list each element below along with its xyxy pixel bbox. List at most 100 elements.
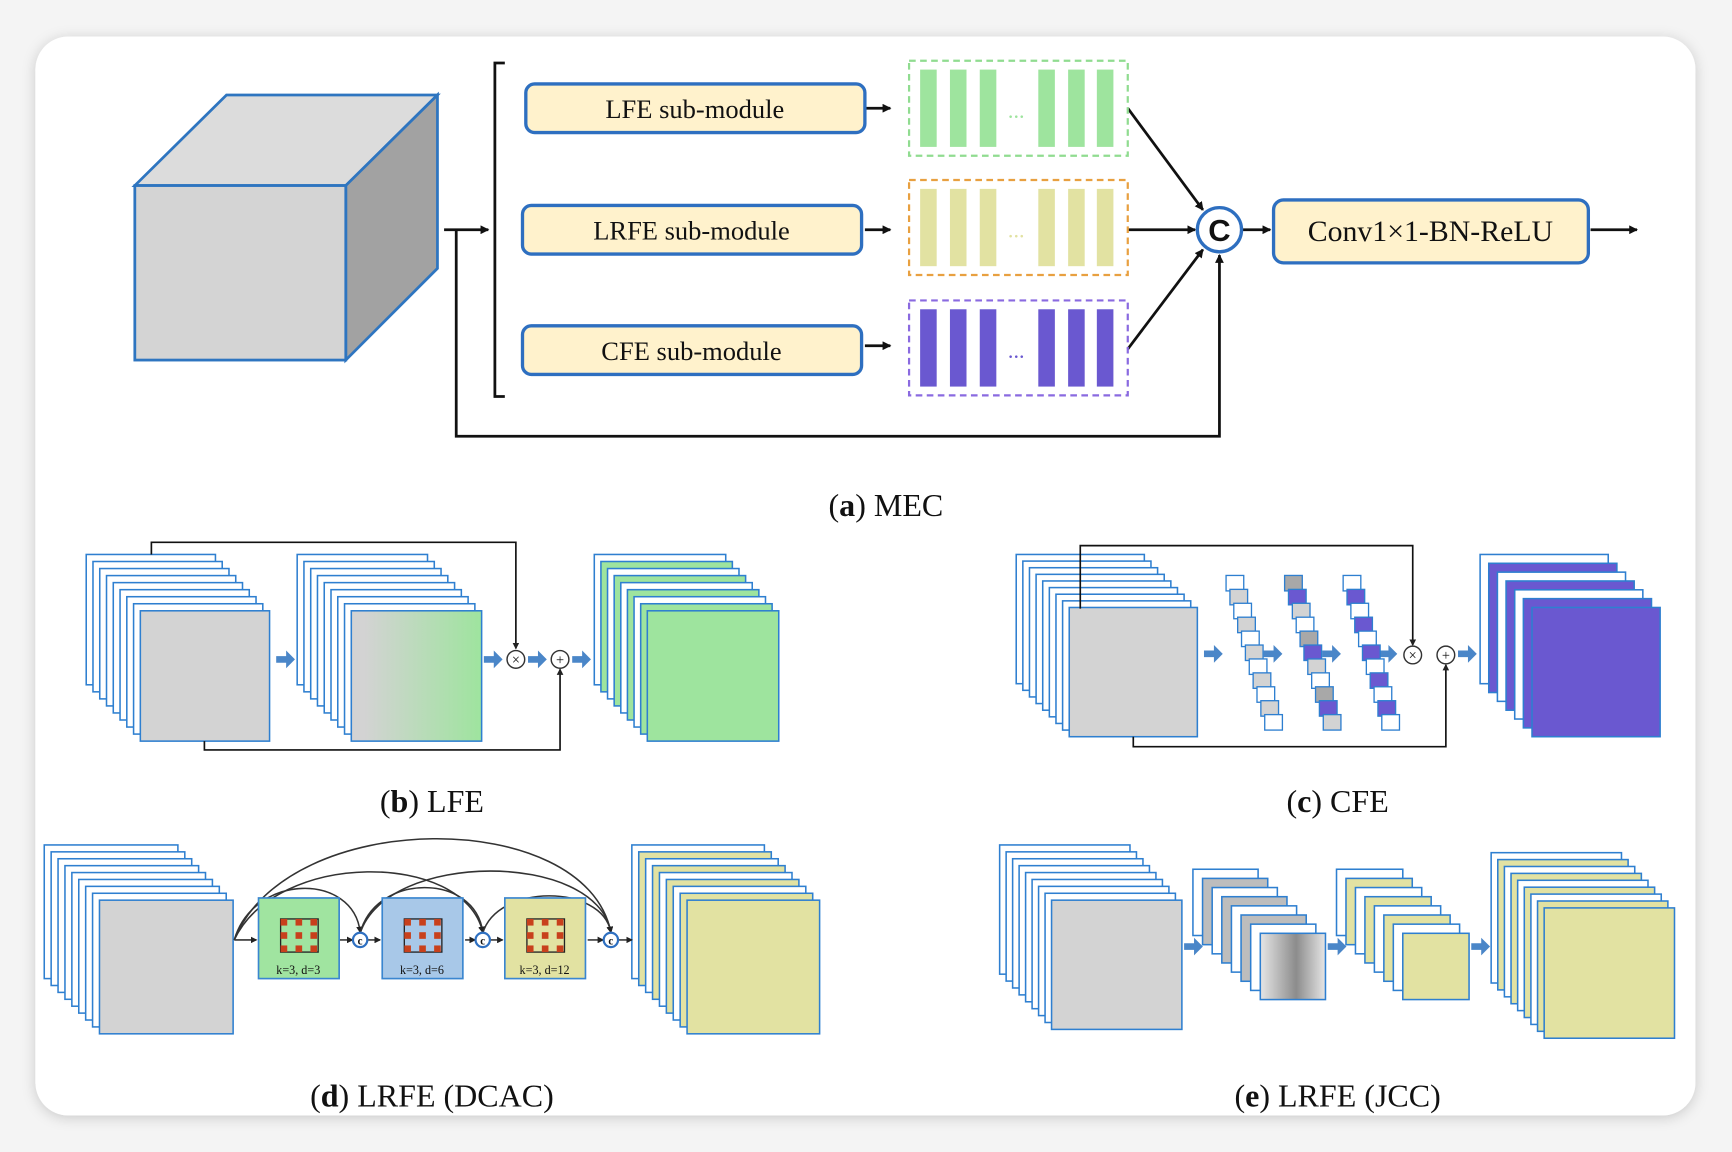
feature-channel-bar	[979, 69, 997, 147]
feature-channel-bar	[949, 309, 967, 387]
cfe-output-stack	[1479, 553, 1661, 738]
multiply-symbol: ×	[512, 652, 520, 668]
lfe-output-stack	[593, 553, 780, 742]
kernel-cell	[404, 945, 411, 953]
feature-channel-bar	[979, 188, 997, 267]
channel-cell	[1229, 588, 1249, 606]
dilated-conv-block: k=3, d=3	[257, 897, 340, 980]
multiply-icon	[506, 649, 526, 669]
caption-a: (a) MEC	[829, 487, 944, 523]
module-box	[520, 203, 864, 256]
conv-block: Conv1×1-BN-ReLU	[1271, 198, 1591, 265]
connectors	[444, 61, 1639, 438]
kernel-cell	[419, 918, 426, 926]
block-arrow-icon	[1471, 937, 1491, 956]
block-arrow-icon	[483, 650, 503, 669]
card	[35, 36, 1696, 1116]
front-feature-map	[139, 610, 271, 742]
feature-channel-bar	[1038, 69, 1055, 147]
front-feature-map	[1531, 606, 1661, 738]
front-feature-map	[350, 610, 483, 742]
channel-cell	[1260, 700, 1280, 717]
module-lfe: LFE sub-module	[524, 82, 867, 135]
kernel-cell	[404, 932, 411, 939]
channel-cell	[1283, 574, 1303, 592]
cfe-channel-column	[1283, 574, 1342, 731]
cfe-connectors	[1079, 544, 1450, 748]
channel-cell	[1314, 686, 1334, 703]
channel-cell	[1307, 658, 1327, 676]
kernel-cell	[434, 932, 441, 939]
block-arrow-icon	[1327, 937, 1347, 956]
block-arrow-icon	[572, 650, 591, 669]
feature-channel-bar	[920, 188, 937, 267]
block-arrow-icon	[1203, 645, 1223, 663]
channel-cell	[1299, 630, 1319, 648]
channel-cell	[1381, 713, 1401, 731]
kernel-cell	[434, 945, 441, 953]
cfe-channel-column	[1225, 574, 1284, 731]
concat-symbol: C	[1208, 213, 1230, 248]
lfe-connectors	[150, 541, 564, 751]
ellipsis: ...	[1008, 98, 1025, 123]
channel-cell	[1256, 686, 1276, 703]
block-label: k=3, d=12	[520, 963, 570, 977]
front-feature-map	[1068, 606, 1199, 738]
front-feature-map	[1050, 899, 1183, 1031]
channel-cell	[1357, 630, 1377, 648]
channel-cell	[1318, 700, 1338, 717]
kernel-cell	[556, 918, 564, 926]
add-icon	[1436, 645, 1456, 665]
channel-cell	[1233, 602, 1253, 620]
channel-cell	[1287, 588, 1307, 606]
channel-cell	[1354, 616, 1374, 634]
block-arrow-icon	[276, 650, 295, 669]
module-label: CFE sub-module	[601, 336, 781, 366]
kernel-cell	[556, 945, 564, 953]
caption-c: (c) CFE	[1286, 783, 1388, 819]
lfe-input-stack	[85, 553, 271, 742]
channel-cell	[1350, 602, 1370, 620]
module-lrfe: LRFE sub-module	[520, 203, 864, 256]
channel-cell	[1248, 658, 1268, 676]
channel-cell	[1264, 713, 1284, 731]
channel-cell	[1322, 713, 1342, 731]
feature-channel-bar	[920, 69, 937, 147]
add-symbol: +	[556, 652, 564, 668]
front-feature-map	[686, 899, 821, 1035]
channel-cell	[1295, 616, 1315, 634]
jcc-input-stack	[998, 844, 1183, 1031]
dashed-frame	[907, 178, 1129, 277]
channel-cell	[1361, 644, 1381, 662]
concat-symbol: c	[358, 935, 363, 947]
block-label: k=3, d=6	[400, 963, 444, 977]
feature-map-group: ...	[907, 178, 1129, 277]
front-feature-map	[1402, 932, 1470, 1001]
dashed-frame	[907, 59, 1129, 157]
kernel-cell	[295, 918, 303, 926]
channel-cell	[1240, 630, 1260, 648]
input-cube	[131, 91, 441, 364]
channel-cell	[1291, 602, 1311, 620]
channel-cell	[1373, 686, 1393, 703]
kernel-cell	[541, 932, 549, 939]
channel-cell	[1244, 644, 1264, 662]
ellipsis: ...	[1008, 338, 1025, 363]
kernel-cell	[280, 932, 288, 939]
kernel-cell	[541, 945, 549, 953]
block-arrow-icon	[1378, 645, 1398, 663]
module-box	[524, 82, 867, 135]
module-label: LRFE sub-module	[593, 216, 790, 246]
front-feature-map	[646, 610, 780, 742]
add-icon	[550, 649, 570, 669]
kernel-cell	[526, 945, 534, 953]
kernel-cell	[295, 932, 303, 939]
block-label: k=3, d=3	[276, 963, 320, 977]
block-arrow-icon	[1263, 645, 1283, 663]
kernel-cell	[310, 945, 318, 953]
feature-channel-bar	[1096, 309, 1114, 387]
concat-symbol: c	[480, 935, 485, 947]
caption-e: (e) LRFE (JCC)	[1234, 1078, 1440, 1114]
kernel-cell	[280, 918, 288, 926]
